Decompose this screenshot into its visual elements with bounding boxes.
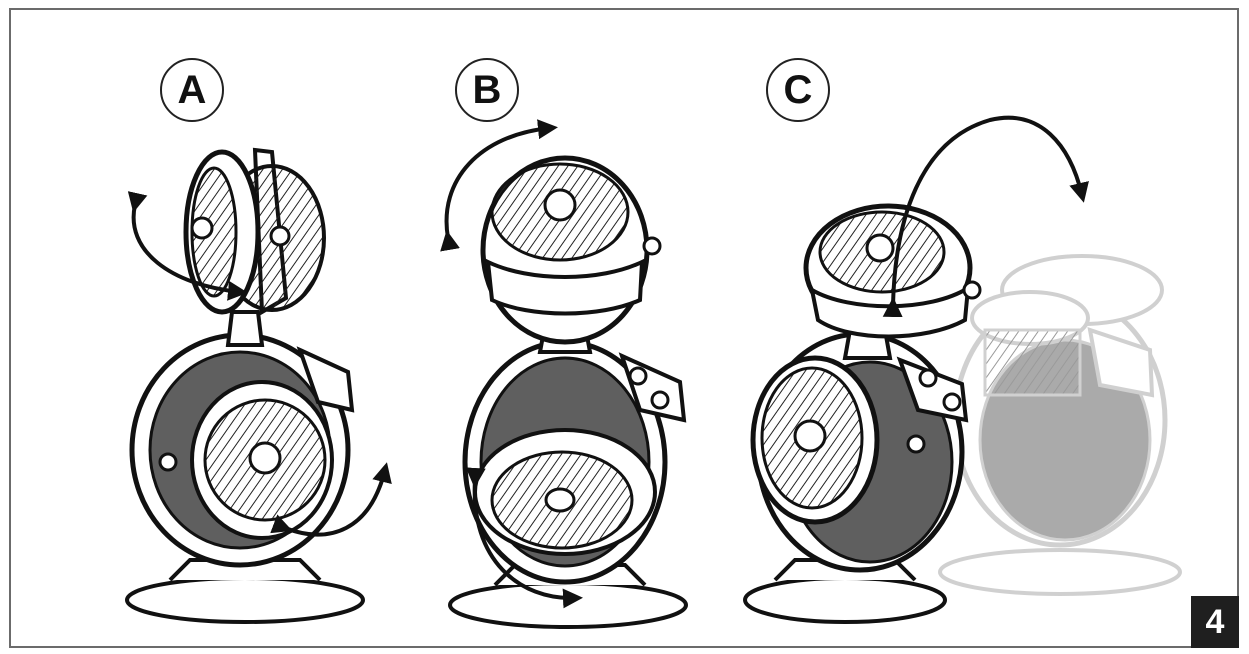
rotate-arrow-icon bbox=[882, 115, 1089, 318]
page-number: 4 bbox=[1191, 596, 1239, 648]
fan-a-base bbox=[125, 576, 365, 624]
diagram-frame bbox=[9, 8, 1239, 648]
step-label-a: A bbox=[160, 58, 224, 122]
fan-c-ghost bbox=[938, 254, 1182, 596]
fan-b-base bbox=[448, 581, 688, 629]
fan-c-base bbox=[743, 576, 947, 624]
rotate-arrow-icon bbox=[127, 191, 248, 301]
step-label-c: C bbox=[766, 58, 830, 122]
fan-c bbox=[743, 115, 1089, 624]
fan-b bbox=[440, 119, 688, 629]
rotate-arrow-icon bbox=[270, 462, 392, 537]
fan-a bbox=[125, 147, 392, 624]
tilt-arrow-icon bbox=[440, 119, 558, 252]
swing-arrow-icon bbox=[465, 467, 583, 609]
step-label-b: B bbox=[455, 58, 519, 122]
